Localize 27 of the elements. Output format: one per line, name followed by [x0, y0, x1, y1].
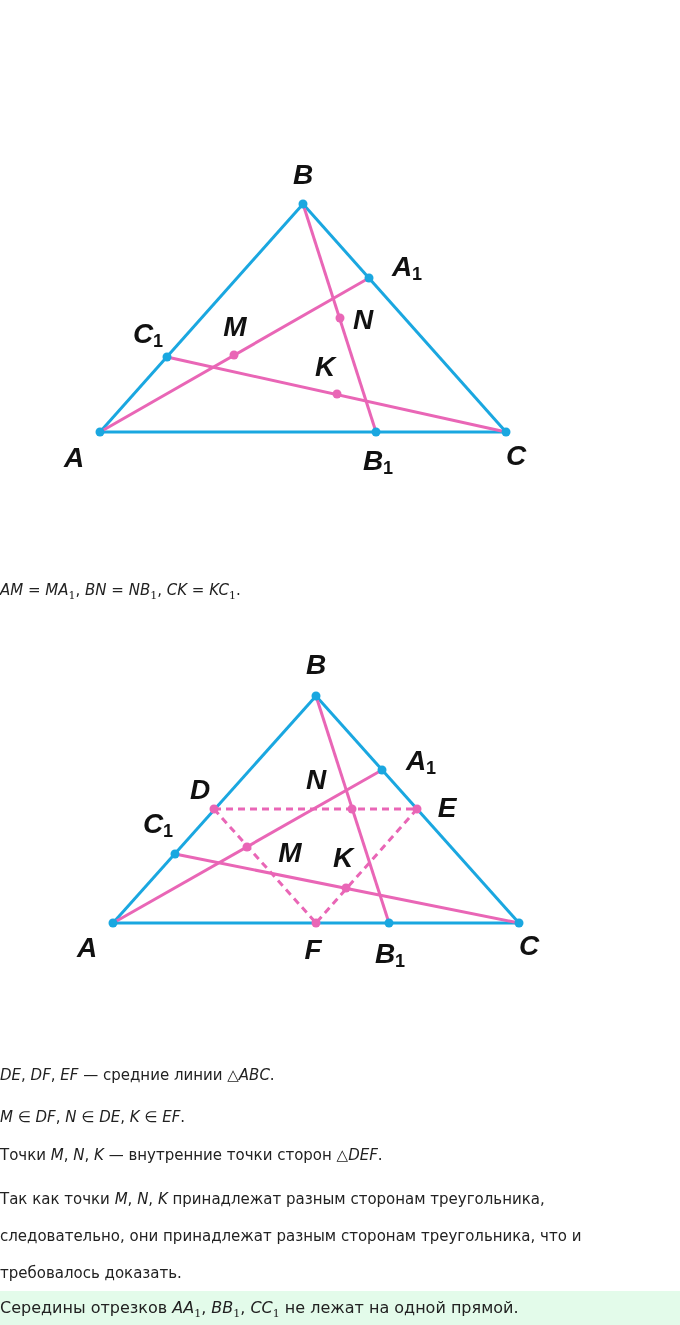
equation-text: M ∈ DF, N ∈ DE, K ∈ EF. [0, 1107, 186, 1128]
statement-text: Точки M, N, K — внутренние точки сторон △DEF. [0, 1145, 383, 1166]
point-label: A$_{1}$ [391, 253, 423, 283]
point-label: N [352, 306, 374, 334]
conclusion-banner: Середины отрезков AA$_{1}$, BB$_{1}$, CC$_{1}$ не лежат на одной прямой. [0, 1291, 680, 1325]
point-label: A [76, 934, 98, 962]
point-label: B$_{1}$ [374, 940, 406, 970]
point-label: C$_{1}$ [142, 810, 174, 840]
point-label: K [332, 844, 354, 872]
point-label: N [305, 766, 327, 794]
point-label: B [292, 161, 314, 189]
point-label: F [304, 936, 322, 964]
point-label: E [437, 794, 457, 822]
point-label: M [278, 839, 302, 867]
proof-paragraph: Так как точки M, N, K принадлежат разным сторонам треугольника, следовательно, они принадлежат разным сторонам треугольника, что и требовалось доказать. [0, 1189, 583, 1284]
point-label: B$_{1}$ [362, 447, 394, 477]
equation-text: DE, DF, EF — средние линии △ABC. [0, 1065, 275, 1086]
point-label: A$_{1}$ [405, 747, 437, 777]
point-label: C [505, 442, 527, 470]
point-label: A [63, 444, 85, 472]
equation-text: AM = MA$_{1}$, BN = NB$_{1}$, CK = KC$_{1}$. [0, 580, 241, 604]
point-label: C [518, 932, 540, 960]
point-label: M [223, 313, 247, 341]
point-label: C$_{1}$ [132, 320, 164, 350]
point-label: B [305, 651, 327, 679]
point-label: D [189, 776, 211, 804]
point-label: K [314, 353, 336, 381]
